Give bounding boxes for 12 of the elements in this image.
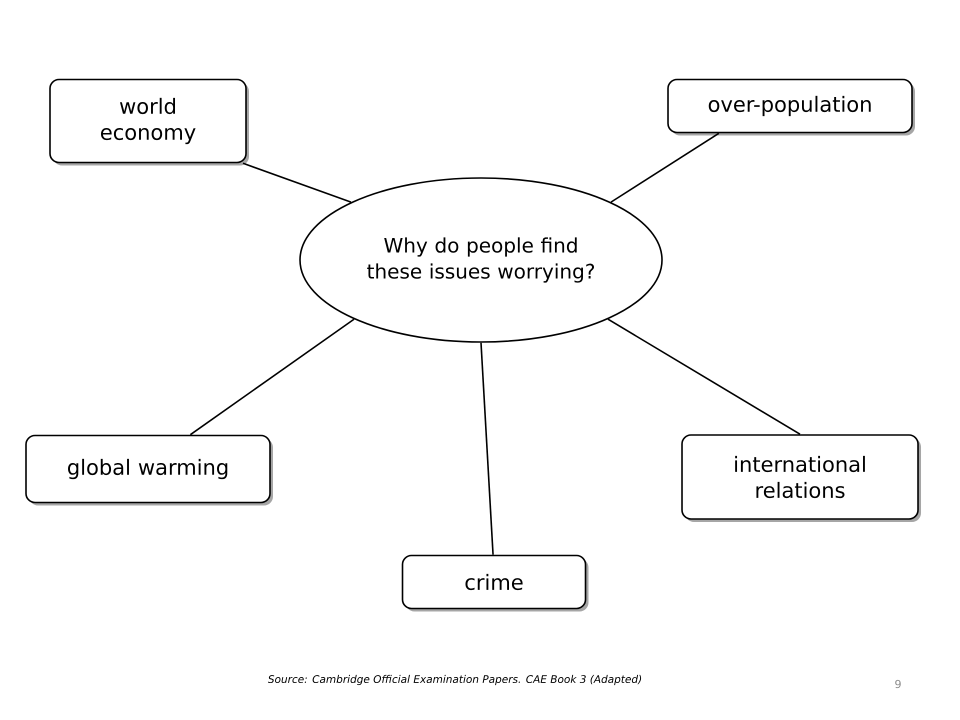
topic-box: world economy xyxy=(49,78,249,166)
topic-box: global warming xyxy=(25,434,273,506)
connector-line xyxy=(190,318,354,436)
connector-line xyxy=(480,342,494,555)
source-note: Source: Cambridge Official Examination Papers. CAE Book 3 (Adapted) xyxy=(268,674,642,686)
topic-box: crime xyxy=(402,554,588,612)
topic-box: over-population xyxy=(667,78,916,136)
connector-line xyxy=(242,162,352,203)
topic-box: international relations xyxy=(681,434,922,522)
connector-line xyxy=(610,132,720,203)
page-number: 9 xyxy=(895,680,901,688)
connector-line xyxy=(608,318,800,435)
